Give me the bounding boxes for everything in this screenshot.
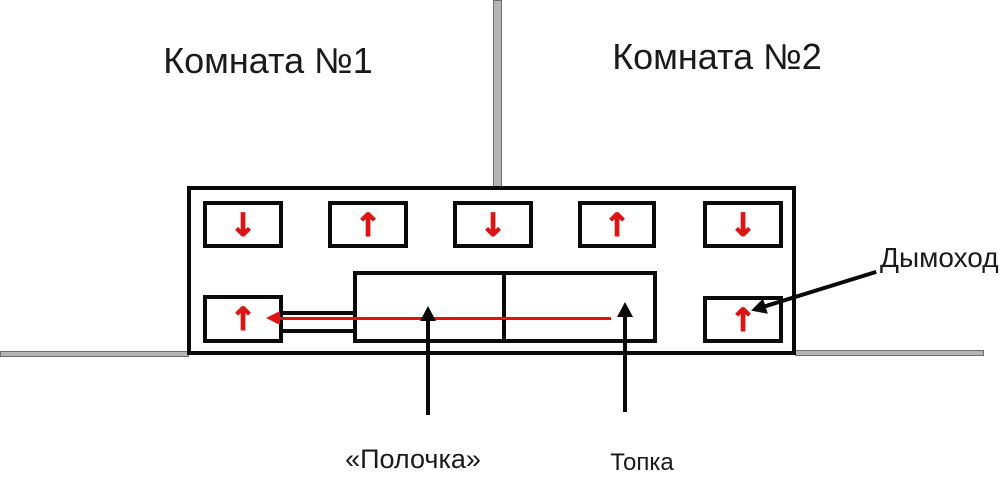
left-floor-wall xyxy=(0,351,189,357)
left-channel-box: ↑ xyxy=(203,295,283,343)
channel-box-1: ↓ xyxy=(203,201,283,248)
chamber-divider-line xyxy=(502,273,506,341)
firebox-label: Топка xyxy=(610,449,674,476)
flow-arrow-down-icon: ↓ xyxy=(729,205,757,244)
channel-box-5: ↓ xyxy=(703,201,783,248)
flow-arrow-down-icon: ↓ xyxy=(229,205,257,244)
firebox-pointer-arrow-shaft xyxy=(623,314,627,412)
gas-flow-arrow-left-icon xyxy=(266,311,280,325)
flow-arrow-up-icon: ↑ xyxy=(354,205,382,244)
right-floor-wall xyxy=(795,350,984,356)
firebox-pointer-arrow-up-icon xyxy=(617,302,633,317)
flow-arrow-up-icon: ↑ xyxy=(603,205,631,244)
chimney-label: Дымоход xyxy=(880,242,999,273)
shelf-label: «Полочка» xyxy=(345,444,481,474)
channel-box-4: ↑ xyxy=(578,201,656,248)
duct-top-line xyxy=(281,311,355,315)
duct-bottom-line xyxy=(281,329,355,333)
channel-box-2: ↑ xyxy=(328,201,408,248)
shelf-pointer-arrow-shaft xyxy=(426,318,430,415)
gas-flow-arrow-shaft xyxy=(279,317,611,320)
shelf-pointer-arrow-up-icon xyxy=(420,306,436,321)
flow-arrow-down-icon: ↓ xyxy=(479,205,507,244)
room-2-label: Комната №2 xyxy=(612,36,822,77)
channel-box-3: ↓ xyxy=(453,201,533,248)
partition-wall xyxy=(493,0,502,190)
room-1-label: Комната №1 xyxy=(163,40,373,81)
flow-arrow-up-icon: ↑ xyxy=(729,300,757,339)
flow-arrow-up-icon: ↑ xyxy=(229,300,257,338)
